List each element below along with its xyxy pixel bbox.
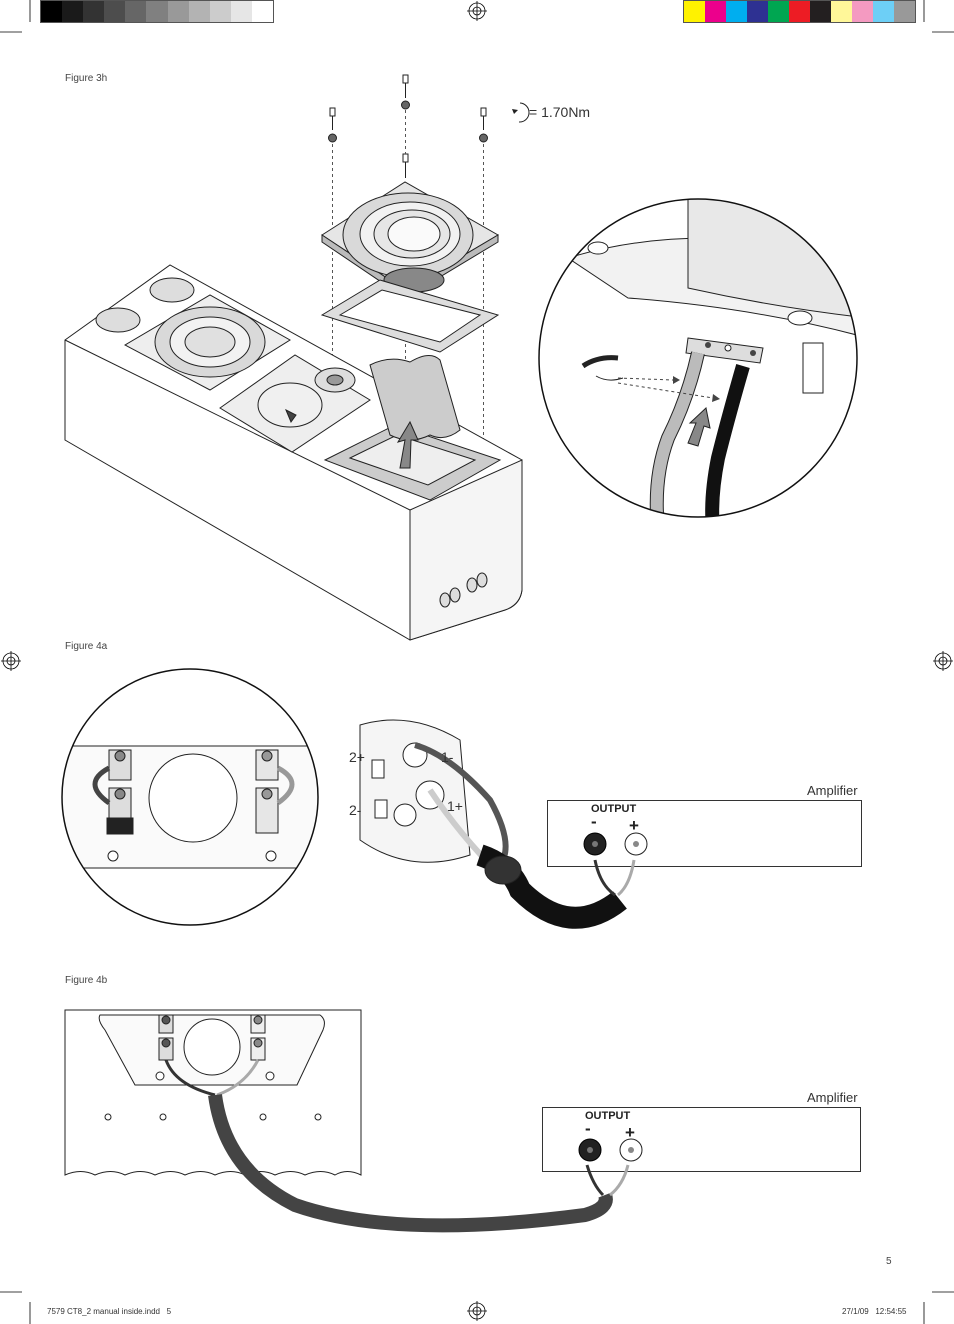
woofer-driver [321, 181, 499, 299]
torque-rotation-icon [512, 102, 530, 123]
rear-panel-illustration [64, 1009, 613, 1233]
gray-swatch [230, 1, 252, 22]
gray-swatch [251, 1, 274, 22]
color-swatch-light-cyan [873, 1, 894, 22]
color-swatch-light-yellow [831, 1, 852, 22]
amplifier-4b-minus-label: - [585, 1119, 591, 1138]
registration-mark-left [1, 651, 21, 671]
gray-swatch [83, 1, 105, 22]
gray-swatch [104, 1, 126, 22]
color-swatch-black [810, 1, 831, 22]
grayscale-bar [40, 0, 274, 23]
amplifier-4a-output-label: OUTPUT [591, 803, 637, 815]
color-swatch-red [789, 1, 810, 22]
gasket [320, 279, 500, 353]
footer-timestamp: 27/1/09 12:54:55 [842, 1307, 907, 1316]
registration-mark-right [933, 651, 953, 671]
registration-mark-bottom [467, 1301, 487, 1321]
binding-post-icon [158, 1014, 266, 1061]
amplifier-4a-plus-label: + [629, 816, 639, 835]
registration-mark-top [467, 1, 487, 21]
color-swatch-green [768, 1, 789, 22]
terminal-cup-illustration [359, 719, 627, 929]
gray-swatch [62, 1, 84, 22]
amplifier-4b-cable [585, 1164, 630, 1197]
binding-post-icon [106, 749, 134, 835]
amplifier-4a-title: Amplifier [807, 783, 858, 798]
wire-connection-detail [538, 198, 858, 518]
amplifier-4b-title: Amplifier [807, 1090, 858, 1105]
gray-swatch [125, 1, 147, 22]
gray-swatch [209, 1, 231, 22]
color-bar [683, 0, 916, 23]
color-swatch-cyan [726, 1, 747, 22]
terminal-label-1minus: 1- [441, 749, 454, 765]
amplifier-4a-cable [593, 859, 636, 897]
amplifier-4b-output-label: OUTPUT [585, 1110, 631, 1122]
footer-filename: 7579 CT8_2 manual inside.indd 5 [47, 1307, 172, 1316]
color-swatch-gray [894, 1, 915, 22]
amplifier-4b-terminals [578, 1138, 643, 1162]
amplifier-4b-plus-label: + [625, 1123, 635, 1142]
torque-value: = 1.70Nm [529, 104, 591, 120]
terminal-icon [439, 572, 488, 608]
color-swatch-magenta [705, 1, 726, 22]
page-number: 5 [886, 1256, 892, 1267]
color-swatch-yellow [684, 1, 705, 22]
terminal-label-2minus: 2- [349, 802, 362, 818]
terminal-panel-detail [61, 668, 319, 926]
color-swatch-pink [852, 1, 873, 22]
gray-swatch [167, 1, 189, 22]
amplifier-4a-terminals [583, 832, 648, 856]
amplifier-4b-box: OUTPUT - + [542, 1107, 861, 1172]
color-swatch-blue [747, 1, 768, 22]
terminal-label-1plus: 1+ [447, 798, 463, 814]
amplifier-4a-minus-label: - [591, 812, 597, 831]
figure-3h-caption: Figure 3h [65, 73, 108, 84]
figure-4a-caption: Figure 4a [65, 641, 108, 652]
gray-swatch [146, 1, 168, 22]
amplifier-4a-box: OUTPUT - + [547, 800, 862, 867]
terminal-label-2plus: 2+ [349, 749, 365, 765]
binding-post-icon [255, 749, 279, 834]
gray-swatch [188, 1, 210, 22]
speaker-cabinet [64, 264, 523, 641]
gray-swatch [41, 1, 63, 22]
figure-4b-caption: Figure 4b [65, 975, 108, 986]
figure-3h-speaker-illustration [64, 74, 523, 641]
screw-icon [328, 74, 488, 178]
